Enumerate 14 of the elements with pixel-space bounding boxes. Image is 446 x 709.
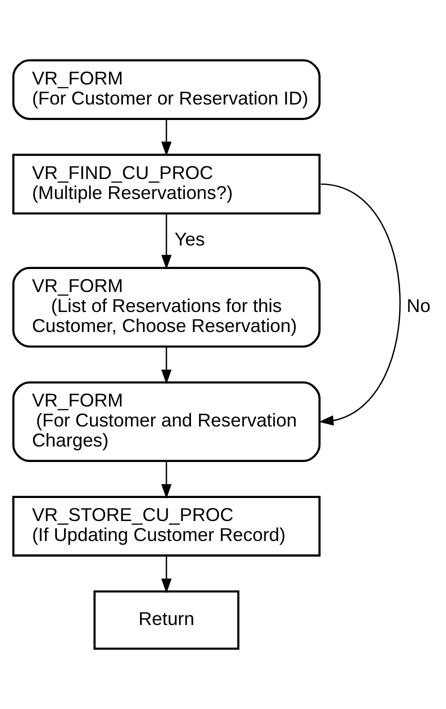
arrow [161, 347, 172, 384]
arrow [161, 214, 172, 270]
node-box: Return [93, 590, 240, 650]
node-box: VR_FORM (For Customer and Reservation Charges) [12, 381, 321, 462]
node-box: VR_FORM (List of Reservations for this Customer, Choose Reservation) [12, 266, 321, 348]
node-box: VR_FORM (For Customer or Reservation ID) [12, 59, 321, 120]
arrow [161, 119, 172, 156]
arrow [161, 556, 172, 594]
node-box: VR_FIND_CU_PROC (Multiple Reservations?) [12, 154, 321, 214]
arrow [318, 183, 400, 426]
edge-label: No [406, 295, 431, 316]
node-box: VR_STORE_CU_PROC (If Updating Customer Record) [12, 496, 321, 557]
edge-label: Yes [174, 228, 205, 250]
arrow [161, 462, 172, 499]
